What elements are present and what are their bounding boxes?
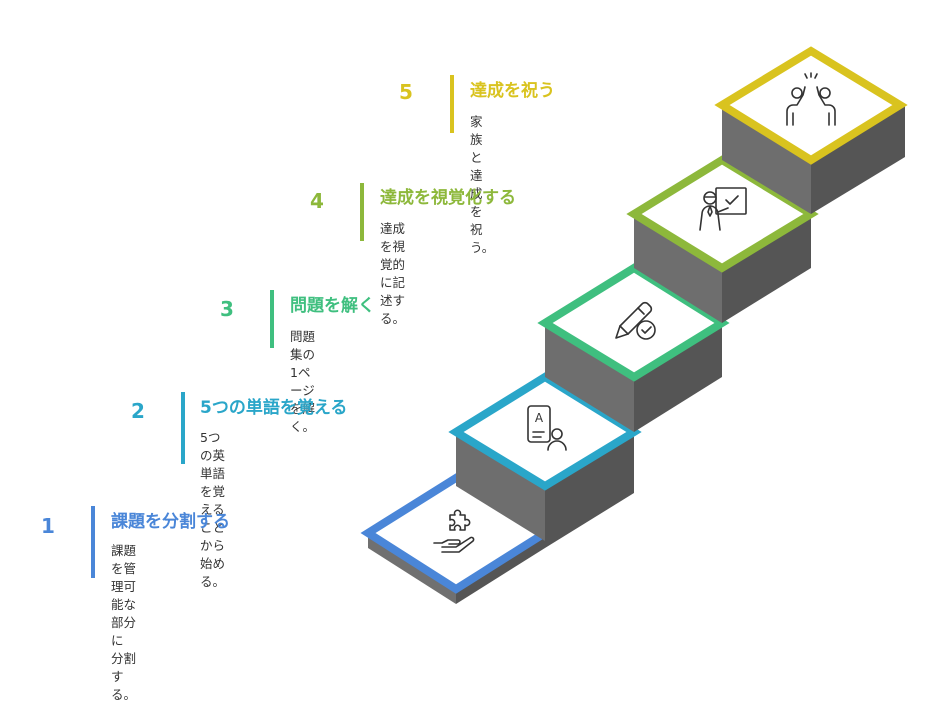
step-4-title: 達成を視覚化する <box>380 188 516 208</box>
step-3-accent-bar <box>270 290 274 348</box>
step-2-description: 5つの英単語を覚えることから 始める。 <box>200 429 225 591</box>
stair-step-3-side <box>545 323 634 432</box>
step-5-description-line-1: 家族と達成を祝う。 <box>470 114 495 255</box>
step-4-number: 4 <box>310 189 324 213</box>
step-1-title: 課題を分割する <box>111 512 230 532</box>
step-4-description: 達成を視覚的に記述する。 <box>380 220 405 328</box>
stair-step-5-side <box>722 105 811 214</box>
step-5-accent-bar <box>450 75 454 133</box>
stair-step-2: A <box>448 372 642 548</box>
stair-step-2-top <box>448 372 642 491</box>
step-3-description-line-1: 問題集の1ページを解く。 <box>290 329 316 434</box>
stair-step-5-front <box>811 105 905 214</box>
puzzle-hand-icon <box>433 509 475 553</box>
step-5-title: 達成を祝う <box>470 81 555 101</box>
stair-step-2-side <box>456 432 545 541</box>
step-1-number: 1 <box>41 514 55 538</box>
stair-step-4-side <box>634 214 722 323</box>
step-3-description: 問題集の1ページを解く。 <box>290 328 315 436</box>
step-5-description: 家族と達成を祝う。 <box>470 113 494 257</box>
stair-step-2-front <box>545 432 634 548</box>
step-4-description-line-1: 達成を視覚的に記述する。 <box>380 221 406 326</box>
step-1-accent-bar <box>91 506 95 578</box>
step-1-description: 課題を管理可能な部分に 分割する。 <box>111 542 136 704</box>
presenter-check-icon <box>699 187 747 231</box>
step-1-description-line-2: 分割する。 <box>111 651 137 702</box>
study-person-icon: A <box>527 405 567 451</box>
step-1-description-line-1: 課題を管理可能な部分に <box>111 543 137 648</box>
stair-step-3-front <box>634 323 722 432</box>
step-2-description-line-2: 始める。 <box>200 556 226 589</box>
step-2-description-line-1: 5つの英単語を覚えることから <box>200 430 226 553</box>
stair-step-4-front <box>722 214 811 323</box>
stair-step-4 <box>626 155 819 323</box>
high-five-icon <box>786 72 836 126</box>
stair-step-5-top <box>714 46 908 165</box>
step-3-number: 3 <box>220 297 234 321</box>
step-2-title: 5つの単語を覚える <box>200 398 348 418</box>
step-3-title: 問題を解く <box>290 296 375 316</box>
step-2-number: 2 <box>131 399 145 423</box>
step-2-accent-bar <box>181 392 185 464</box>
svg-text:A: A <box>535 411 544 425</box>
step-4-accent-bar <box>360 183 364 241</box>
pencil-check-icon <box>615 301 656 340</box>
staircase-diagram: A <box>360 46 908 604</box>
step-5-number: 5 <box>399 80 413 104</box>
stair-step-5 <box>714 46 908 214</box>
